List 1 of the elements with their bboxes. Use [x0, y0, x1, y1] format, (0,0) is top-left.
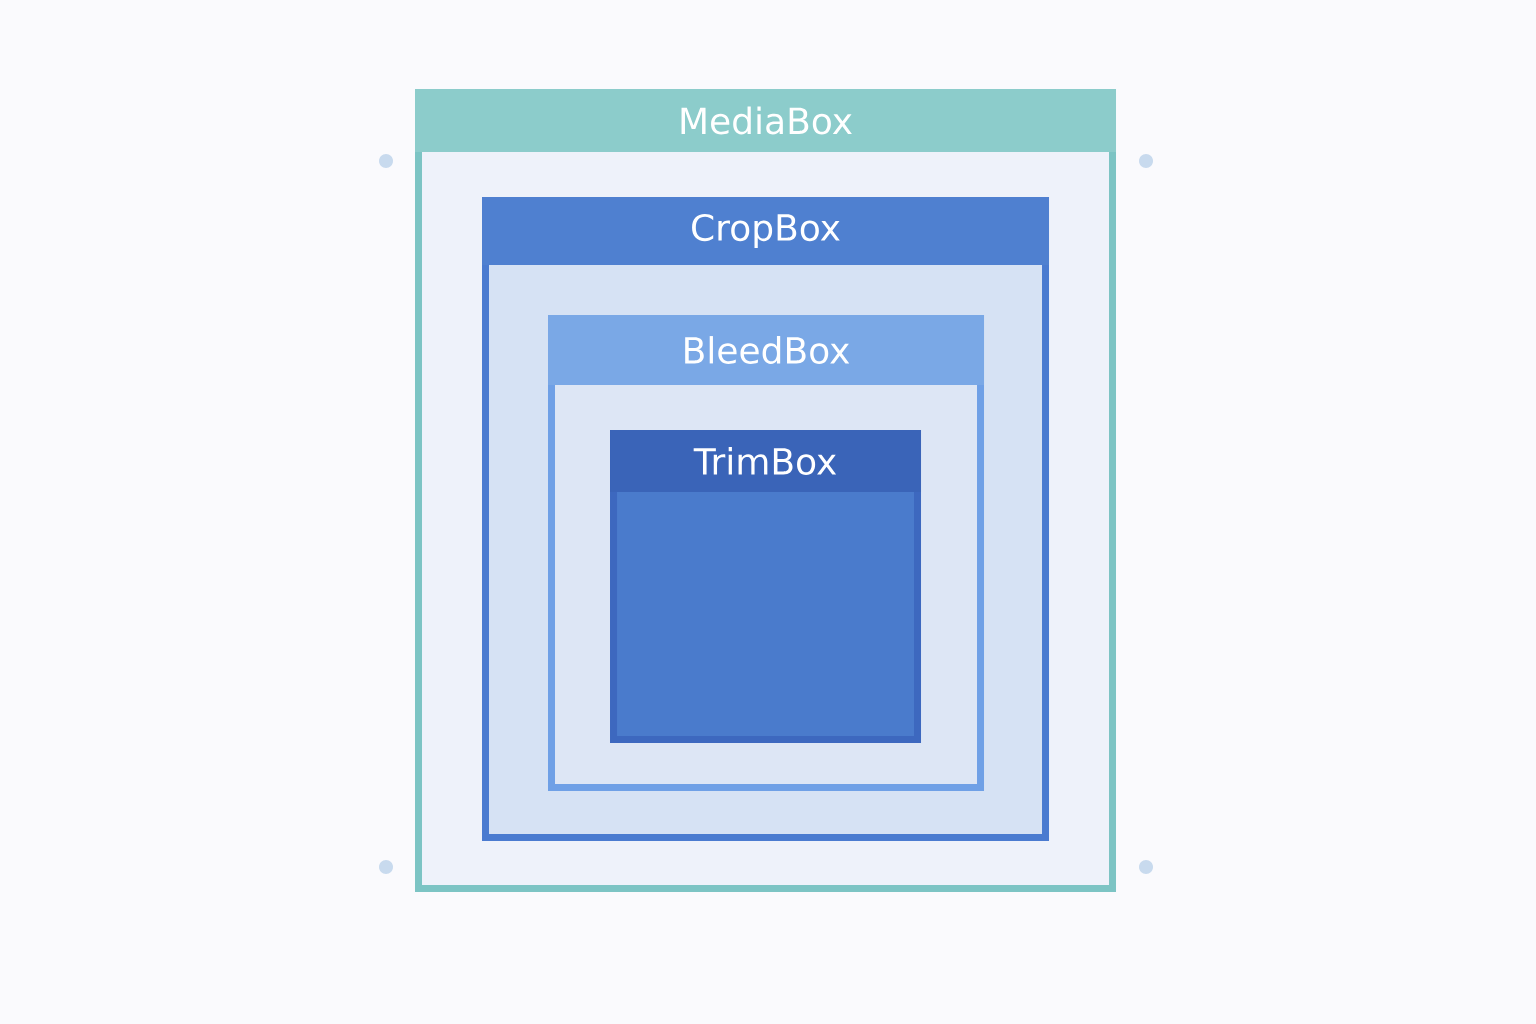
- box-with-header: TrimBox: [610, 430, 921, 743]
